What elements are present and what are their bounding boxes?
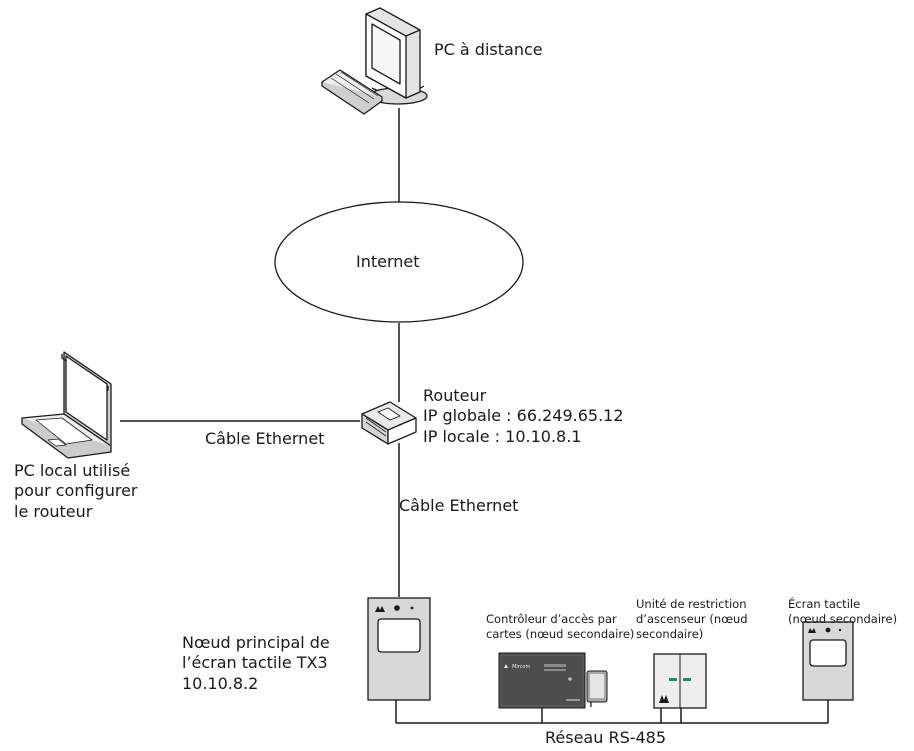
internet-label: Internet — [356, 252, 420, 271]
elevator-unit-label: Unité de restriction d’ascenseur (nœud s… — [636, 597, 748, 642]
remote-pc-label: PC à distance — [434, 40, 543, 59]
local-pc-label: PC local utilisé pour configurer le rout… — [14, 461, 138, 522]
card-controller-label: Contrôleur d’accès par cartes (nœud seco… — [486, 612, 634, 642]
elevator-restriction-unit-icon — [653, 653, 707, 709]
router-global-ip: IP globale : 66.249.65.12 — [423, 406, 624, 426]
rs485-bus — [395, 700, 829, 724]
local-pc-line2: pour configurer — [14, 481, 138, 501]
laptop-icon — [21, 351, 112, 459]
tx3-main-line2: l’écran tactile TX3 — [182, 653, 328, 673]
local-pc-line3: le routeur — [14, 501, 93, 521]
router-icon — [361, 401, 417, 445]
internet-cloud-shape — [274, 201, 524, 323]
router-local-ip: IP locale : 10.10.8.1 — [423, 426, 582, 446]
desktop-computer-icon — [321, 7, 428, 115]
tx3-main-line3: 10.10.8.2 — [182, 673, 259, 693]
secondary-touchscreen-label: Écran tactile (nœud secondaire) — [788, 597, 897, 627]
elevator-unit-line1: Unité de restriction — [636, 597, 747, 611]
card-reader-icon — [586, 670, 608, 708]
rs485-network-label: Réseau RS-485 — [545, 728, 667, 747]
secondary-touchscreen-line1: Écran tactile — [788, 597, 861, 611]
elevator-unit-line2: d’ascenseur (nœud — [636, 611, 748, 626]
tx3-main-line1: Nœud principal de — [182, 633, 330, 652]
secondary-touchscreen-line2: (nœud secondaire) — [788, 611, 898, 626]
ethernet-cable-label-tx3: Câble Ethernet — [399, 496, 519, 515]
elevator-unit-line3: secondaire) — [636, 626, 704, 641]
secondary-touchscreen-icon — [802, 621, 854, 701]
card-controller-line2: cartes (nœud secondaire) — [486, 626, 635, 641]
card-access-controller-icon: Mircom — [498, 652, 586, 709]
tx3-main-label: Nœud principal de l’écran tactile TX3 10… — [182, 633, 330, 694]
local-pc-line1: PC local utilisé — [14, 461, 131, 480]
router-label: Routeur IP globale : 66.249.65.12 IP loc… — [423, 386, 624, 447]
router-name: Routeur — [423, 386, 487, 405]
ethernet-cable-label-laptop: Câble Ethernet — [205, 429, 325, 448]
tx3-main-panel-icon — [367, 597, 431, 701]
card-controller-line1: Contrôleur d’accès par — [486, 612, 617, 626]
controller-brand-text: Mircom — [512, 664, 530, 670]
